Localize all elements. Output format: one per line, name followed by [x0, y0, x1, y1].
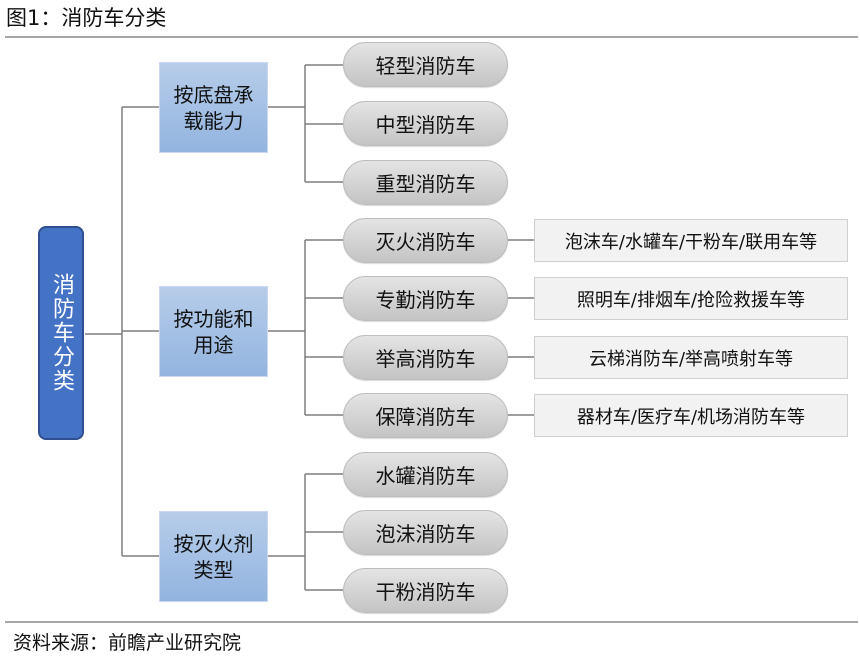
source-note: 资料来源：前瞻产业研究院	[13, 632, 242, 654]
root-node: 消防车分类	[38, 226, 84, 440]
category-extinguishing-agent: 按灭火剂类型	[159, 511, 268, 602]
pill-light-truck: 轻型消防车	[343, 42, 508, 87]
title-divider	[5, 36, 858, 38]
category-chassis-capacity: 按底盘承载能力	[159, 62, 268, 153]
pill-water-tank-truck: 水罐消防车	[343, 452, 508, 497]
pill-foam-truck: 泡沫消防车	[343, 510, 508, 555]
pill-medium-truck: 中型消防车	[343, 101, 508, 146]
detail-support: 器材车/医疗车/机场消防车等	[534, 394, 848, 437]
pill-support-truck: 保障消防车	[343, 393, 508, 438]
pill-dry-powder-truck: 干粉消防车	[343, 568, 508, 613]
category-label: 按灭火剂类型	[173, 531, 254, 582]
figure-title: 图1：消防车分类	[6, 6, 167, 30]
category-function-usage: 按功能和用途	[159, 286, 268, 377]
detail-firefighting: 泡沫车/水罐车/干粉车/联用车等	[534, 219, 848, 262]
detail-aerial: 云梯消防车/举高喷射车等	[534, 336, 848, 379]
category-label: 按底盘承载能力	[173, 82, 254, 133]
pill-firefighting-truck: 灭火消防车	[343, 218, 508, 263]
pill-special-service-truck: 专勤消防车	[343, 276, 508, 321]
pill-aerial-truck: 举高消防车	[343, 335, 508, 380]
category-label: 按功能和用途	[173, 306, 254, 357]
detail-special-service: 照明车/排烟车/抢险救援车等	[534, 277, 848, 320]
root-label: 消防车分类	[49, 273, 74, 393]
source-divider	[5, 621, 858, 623]
pill-heavy-truck: 重型消防车	[343, 160, 508, 205]
